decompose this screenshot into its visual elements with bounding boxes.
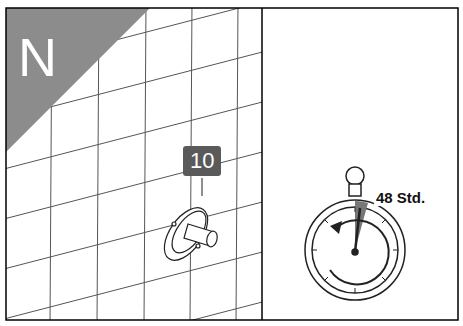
duration-label: 48 Std.	[374, 189, 427, 206]
callout-number: 10	[190, 150, 214, 172]
stopwatch-symbol	[305, 167, 405, 300]
callout-box	[183, 146, 221, 176]
wall-fixture	[156, 178, 219, 268]
frame	[6, 8, 458, 320]
tile-grid	[6, 8, 262, 320]
step-corner	[6, 8, 150, 152]
divider	[261, 8, 263, 320]
step-letter: N	[18, 30, 57, 84]
